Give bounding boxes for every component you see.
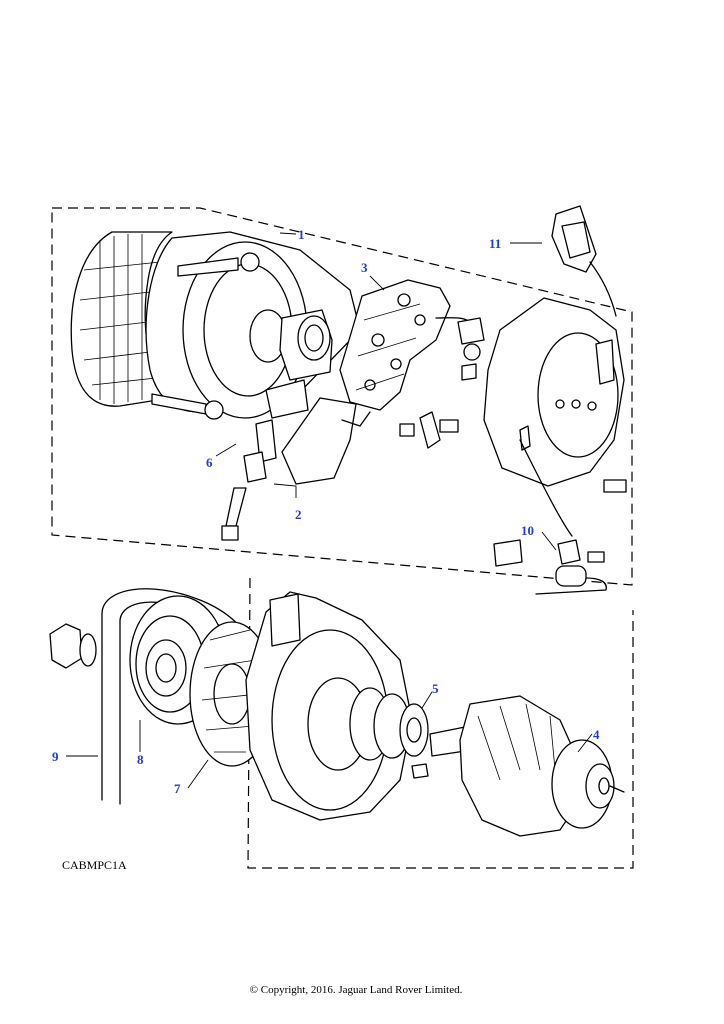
callout-9: 9 bbox=[52, 749, 59, 764]
callout-4: 4 bbox=[593, 727, 600, 742]
callout-6: 6 bbox=[206, 455, 213, 470]
rotor-item-4 bbox=[429, 695, 625, 837]
callout-7: 7 bbox=[174, 781, 181, 796]
callout-10: 10 bbox=[521, 523, 534, 538]
callout-1: 1 bbox=[298, 227, 305, 242]
rectifier-hardware bbox=[399, 317, 627, 493]
callout-8: 8 bbox=[137, 752, 144, 767]
bearing-item-5 bbox=[349, 687, 429, 779]
pulley-nut bbox=[49, 623, 97, 669]
rear-cover bbox=[483, 297, 625, 487]
callout-5: 5 bbox=[432, 681, 439, 696]
rectifier-pack bbox=[339, 279, 471, 411]
copyright-notice: © Copyright, 2016. Jaguar Land Rover Lim… bbox=[250, 984, 463, 996]
reference-code: CABMPC1A bbox=[62, 858, 127, 872]
capacitor-item-10 bbox=[493, 439, 607, 595]
callout-11: 11 bbox=[489, 236, 501, 251]
drive-end-frame bbox=[245, 591, 413, 821]
assembly-outline-upper bbox=[51, 207, 633, 586]
callout-2: 2 bbox=[295, 507, 302, 522]
callout-3: 3 bbox=[361, 260, 368, 275]
leader-lines bbox=[66, 232, 593, 789]
regulator-bracket bbox=[221, 397, 371, 541]
alternator-housing bbox=[70, 231, 361, 420]
suppressor-item-11 bbox=[551, 205, 617, 317]
